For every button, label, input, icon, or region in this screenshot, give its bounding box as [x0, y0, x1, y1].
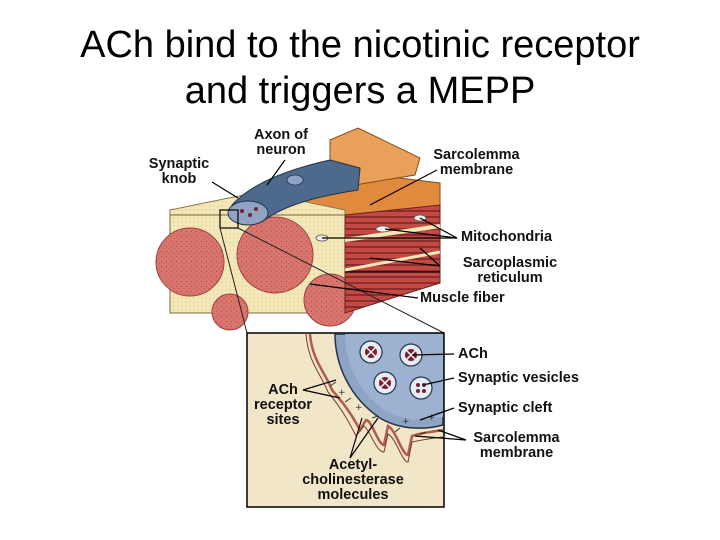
label-sarcolemma-membrane-inset-line-1: Sarcolemma — [473, 430, 560, 446]
block-side-face — [344, 204, 441, 314]
label-sarcolemma-membrane-inset-line-2: membrane — [479, 445, 554, 461]
label-axon-of-neuron-line-1: Axon of — [254, 127, 308, 143]
synaptic-knob — [219, 200, 269, 229]
magnification-box — [219, 209, 239, 229]
muscle-block — [155, 171, 441, 331]
label-axon-of-neuron-line-2: neuron — [256, 142, 306, 158]
synaptic-vesicle — [373, 371, 397, 395]
label-synaptic-knob-line-2: knob — [161, 171, 197, 187]
svg-text:+: + — [338, 388, 346, 398]
label-synaptic-vesicles: Synaptic vesicles — [458, 370, 579, 386]
label-muscle-fiber: Muscle fiber — [420, 290, 505, 306]
fiber-cross-section — [211, 293, 249, 331]
label-mitochondria: Mitochondria — [461, 229, 553, 245]
ach-receptor-markers — [329, 381, 427, 435]
slide-title: ACh bind to the nicotinic receptor and t… — [0, 22, 720, 114]
label-synaptic-knob-line-1: Synaptic — [148, 156, 210, 172]
label-sarcoplasmic-reticulum: Sarcoplasmic reticulum — [450, 256, 570, 286]
mitochondrion — [375, 225, 391, 233]
slide-title-line-2: and triggers a MEPP — [184, 70, 536, 112]
svg-text:+: + — [428, 413, 436, 423]
label-ach-receptor-sites-line-1: ACh — [268, 382, 298, 398]
label-sarcolemma-membrane-top: Sarcolemma membrane — [424, 148, 529, 178]
label-sarcolemma-membrane-inset: Sarcolemma membrane — [464, 431, 569, 461]
fiber-cross-section — [236, 216, 314, 294]
acetylcholinesterase-markers: + + + + — [338, 388, 436, 427]
label-sarcolemma-membrane-top-line-2: membrane — [439, 162, 514, 178]
label-ach: ACh — [458, 346, 488, 362]
postsynaptic-membrane — [308, 333, 444, 457]
synaptic-vesicle — [359, 340, 383, 364]
label-sarcolemma-membrane-top-line-1: Sarcolemma — [433, 147, 520, 163]
inset-panel: + + + + — [246, 332, 445, 508]
label-sarcoplasmic-reticulum-line-1: Sarcoplasmic — [462, 255, 558, 271]
label-sarcoplasmic-reticulum-line-2: reticulum — [477, 270, 543, 286]
label-ach-receptor-sites: ACh receptor sites — [248, 383, 318, 428]
svg-text:+: + — [355, 403, 363, 413]
label-ach-receptor-sites-line-2: receptor — [253, 397, 313, 413]
synaptic-vesicle — [409, 376, 433, 400]
synaptic-vesicle — [399, 343, 423, 367]
svg-text:+: + — [402, 417, 410, 427]
label-acetylcholinesterase-molecules-line-1: Acetyl- — [328, 457, 378, 473]
label-synaptic-knob: Synaptic knob — [140, 157, 218, 187]
label-axon-of-neuron: Axon of neuron — [246, 128, 316, 158]
label-synaptic-cleft: Synaptic cleft — [458, 400, 553, 416]
label-ach-receptor-sites-line-3: sites — [266, 412, 300, 428]
slide-title-line-1: ACh bind to the nicotinic receptor — [80, 24, 640, 66]
label-acetylcholinesterase-molecules-line-3: molecules — [317, 487, 389, 503]
label-acetylcholinesterase-molecules: Acetyl- cholinesterase molecules — [288, 458, 418, 503]
fiber-cross-section — [155, 227, 225, 297]
label-acetylcholinesterase-molecules-line-2: cholinesterase — [302, 472, 404, 488]
leader-lines — [211, 159, 467, 459]
